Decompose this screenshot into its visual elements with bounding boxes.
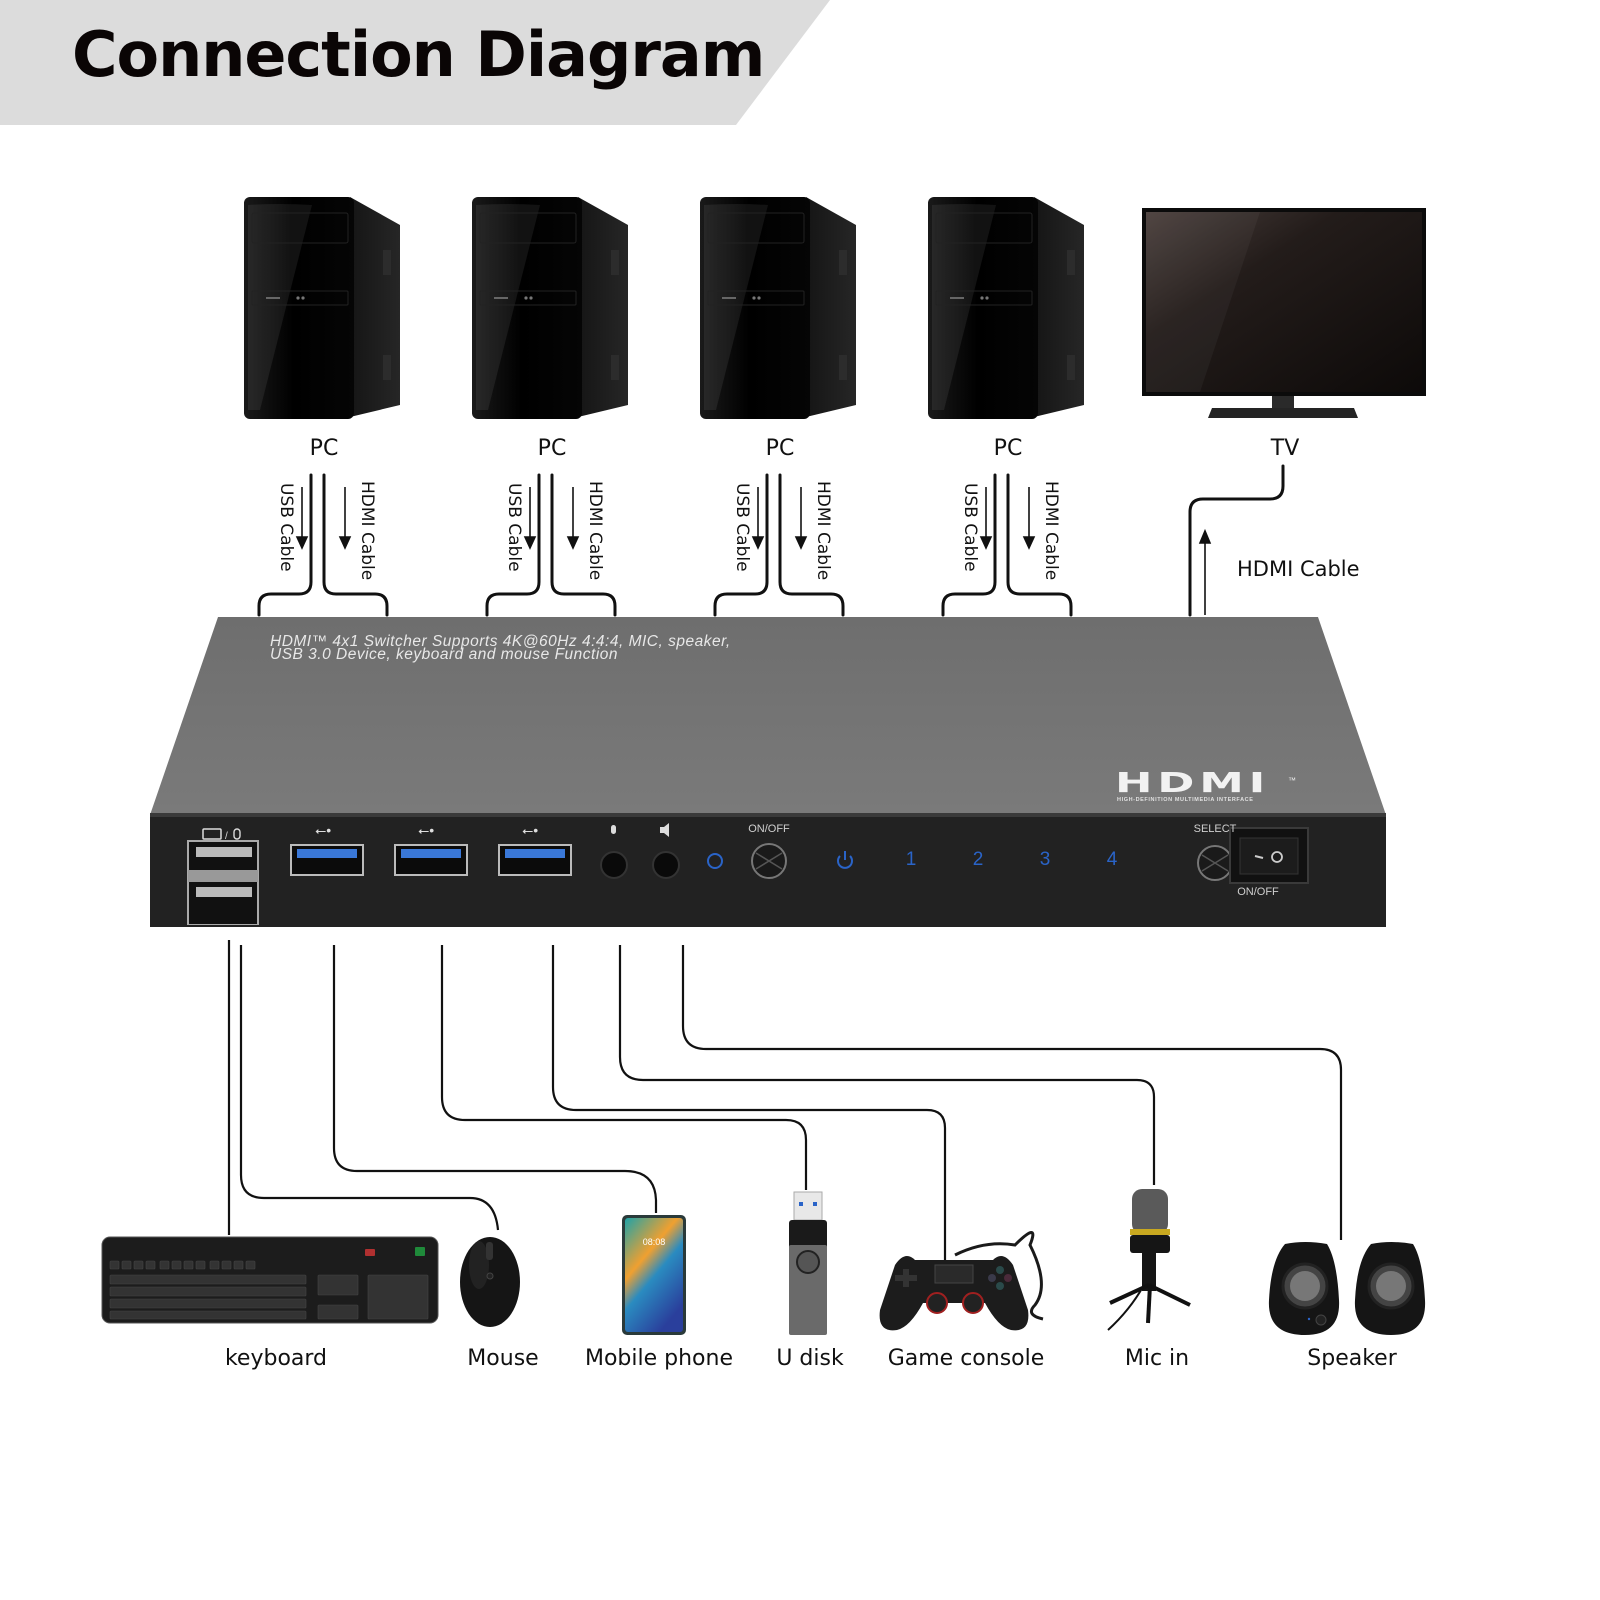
pc1-label: PC bbox=[309, 436, 339, 461]
power-icon bbox=[837, 851, 853, 869]
phone-icon: 08:08 bbox=[622, 1215, 686, 1335]
usb-cable-label: USB Cable bbox=[276, 483, 296, 572]
keyboard-icon bbox=[101, 1236, 439, 1324]
usb-cable-label: USB Cable bbox=[504, 483, 524, 572]
hdmi-cable-label: HDMI Cable bbox=[1041, 481, 1061, 581]
usb-icon: ⭠• bbox=[418, 822, 434, 838]
audio-led-icon bbox=[707, 853, 723, 869]
microphone-icon bbox=[611, 825, 616, 834]
udisk-cable bbox=[440, 945, 808, 1190]
keyboard-label: keyboard bbox=[224, 1346, 328, 1371]
hdmi-logo-subtitle: HIGH-DEFINITION MULTIMEDIA INTERFACE bbox=[1117, 797, 1254, 803]
page-title: Connection Diagram bbox=[72, 18, 765, 91]
speaker-icon bbox=[1268, 1242, 1426, 1335]
hdmi-cable-label: HDMI Cable bbox=[813, 481, 833, 581]
onoff-button-label: ON/OFF bbox=[748, 823, 790, 835]
game-console-cable bbox=[551, 945, 947, 1260]
speaker-cable bbox=[681, 945, 1343, 1240]
pc4-icon bbox=[928, 197, 1084, 419]
channel-led-3: 3 bbox=[1039, 849, 1051, 870]
usb3-port-3[interactable]: ⭠• bbox=[498, 822, 572, 876]
select-button-label: SELECT bbox=[1193, 823, 1237, 835]
mouse-label: Mouse bbox=[467, 1346, 539, 1371]
tv-hdmi-cable-label: HDMI Cable bbox=[1237, 557, 1360, 581]
usb-icon: ⭠• bbox=[522, 822, 538, 838]
speaker-label: Speaker bbox=[1307, 1346, 1397, 1371]
channel-led-1: 1 bbox=[905, 849, 917, 870]
select-button[interactable] bbox=[1197, 845, 1233, 881]
usb-cable-pc3 bbox=[713, 473, 769, 617]
usb-cable-label: USB Cable bbox=[732, 483, 752, 572]
switcher-description: HDMI™ 4x1 Switcher Supports 4K@60Hz 4:4:… bbox=[270, 633, 731, 663]
gamepad-icon bbox=[879, 1231, 1044, 1331]
udisk-label: U disk bbox=[776, 1346, 844, 1371]
onoff-button[interactable] bbox=[751, 843, 787, 879]
phone-cable bbox=[332, 945, 658, 1213]
header-banner bbox=[0, 0, 830, 125]
usb3-port-1[interactable]: ⭠• bbox=[290, 822, 364, 876]
hdmi-logo: HDMI bbox=[1115, 766, 1271, 799]
mouse-icon bbox=[460, 1237, 520, 1327]
switcher-description-line1: HDMI™ 4x1 Switcher Supports 4K@60Hz 4:4:… bbox=[270, 633, 731, 650]
usb-icon: ⭠• bbox=[315, 822, 331, 838]
front-panel: / ⭠• ⭠• ⭠• bbox=[187, 822, 1309, 925]
svg-text:/: / bbox=[225, 831, 228, 842]
mic-cable bbox=[618, 945, 1156, 1185]
pc2-label: PC bbox=[537, 436, 567, 461]
pc4-label: PC bbox=[993, 436, 1023, 461]
mic-in-label: Mic in bbox=[1124, 1346, 1190, 1371]
usb-cable-pc2 bbox=[485, 473, 541, 617]
mobile-phone-label: Mobile phone bbox=[584, 1346, 734, 1371]
channel-led-4: 4 bbox=[1106, 849, 1118, 870]
kb-mouse-usb-ports[interactable] bbox=[187, 840, 259, 925]
switcher-description-line2: USB 3.0 Device, keyboard and mouse Funct… bbox=[270, 646, 619, 663]
pc1-icon bbox=[244, 197, 400, 419]
usb-drive-icon bbox=[789, 1191, 827, 1335]
mouse-cable bbox=[239, 945, 500, 1231]
hdmi-cable-label: HDMI Cable bbox=[357, 481, 377, 581]
keyboard-mouse-icon: / bbox=[202, 828, 241, 842]
usb-cable-pc1 bbox=[257, 473, 313, 617]
pc2-icon bbox=[472, 197, 628, 419]
hdmi-logo-tm: ™ bbox=[1288, 776, 1296, 785]
phone-clock: 08:08 bbox=[643, 1237, 666, 1247]
usb-cable-label: USB Cable bbox=[960, 483, 980, 572]
mic-jack[interactable] bbox=[600, 825, 628, 879]
hdmi-cable-pc3 bbox=[778, 473, 845, 617]
hdmi-cable-pc2 bbox=[550, 473, 617, 617]
tv-icon bbox=[1142, 208, 1426, 418]
channel-led-2: 2 bbox=[972, 849, 984, 870]
hdmi-cable-tv bbox=[1188, 464, 1285, 617]
hdmi-cable-pc4 bbox=[1006, 473, 1073, 617]
tv-label: TV bbox=[1270, 436, 1300, 461]
pc3-icon bbox=[700, 197, 856, 419]
hdmi-cable-label: HDMI Cable bbox=[585, 481, 605, 581]
game-console-label: Game console bbox=[887, 1346, 1045, 1371]
hdmi-cable-pc1 bbox=[322, 473, 389, 617]
power-rocker-switch[interactable] bbox=[1229, 827, 1309, 884]
speaker-jack[interactable] bbox=[652, 823, 680, 879]
power-switch-label: ON/OFF bbox=[1237, 886, 1279, 898]
usb-cable-pc4 bbox=[941, 473, 997, 617]
microphone-icon bbox=[1107, 1189, 1191, 1331]
pc3-label: PC bbox=[765, 436, 795, 461]
speaker-icon bbox=[660, 823, 669, 837]
usb3-port-2[interactable]: ⭠• bbox=[394, 822, 468, 876]
